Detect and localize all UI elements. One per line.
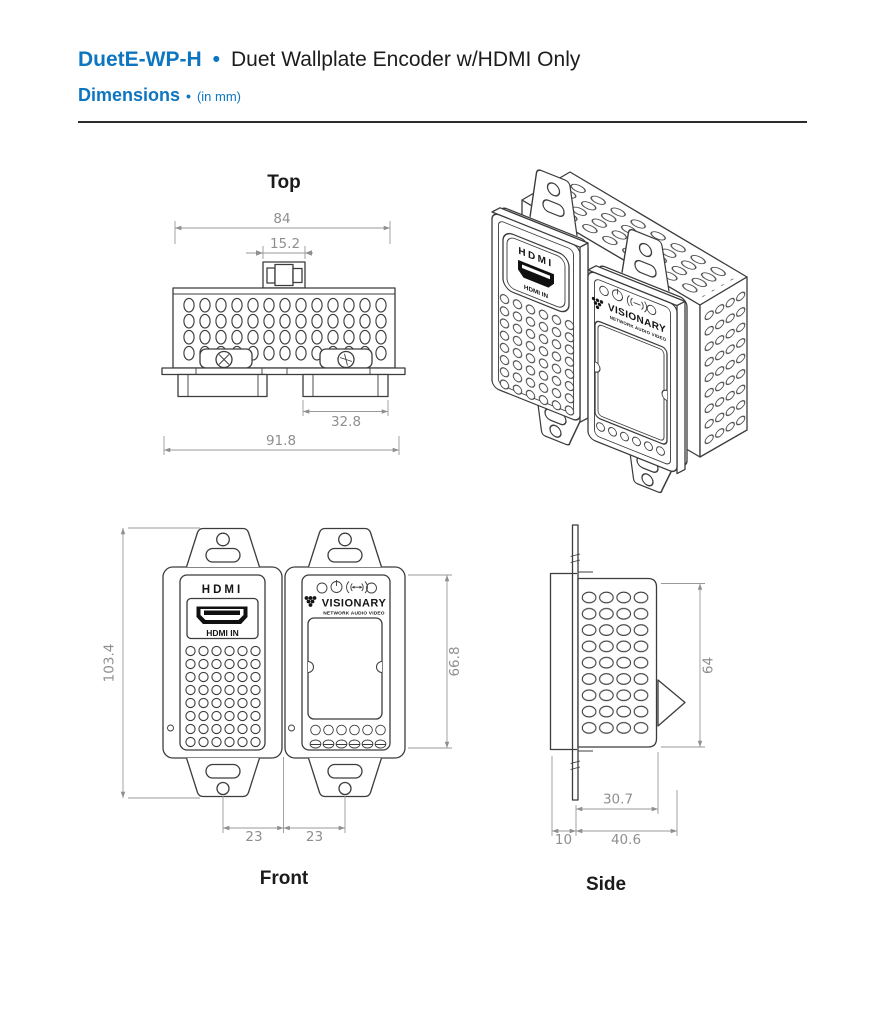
side-view-label: Side [586, 874, 626, 895]
iso-logo-plate: VISIONARY NETWORK AUDIO VIDEO [587, 271, 678, 473]
dim-value: 32.8 [331, 414, 361, 430]
dim-value: 40.6 [611, 832, 641, 848]
iso-bottom-vents [596, 422, 665, 456]
led-icon [646, 304, 657, 316]
top-view: Top 84 15.2 [161, 172, 406, 455]
dim-value: 30.7 [603, 792, 633, 808]
top-dim-body-width: 84 [174, 211, 391, 244]
top-view-label: Top [267, 172, 300, 193]
side-dim-height: 64 [661, 583, 717, 748]
latch-wedge [657, 679, 686, 727]
side-dim-depths: 10 40.6 [551, 756, 678, 848]
led-icon [366, 582, 377, 594]
top-dim-insert-width: 32.8 [302, 400, 389, 430]
side-vent-holes [580, 589, 650, 736]
screw-boss-right [319, 348, 373, 369]
title-bullet: • [212, 48, 221, 71]
dim-value: 91.8 [266, 433, 296, 449]
bottom-vent-slots [309, 739, 387, 749]
vent-hole-grid [184, 644, 262, 749]
mount-slot [327, 763, 363, 779]
page-title: DuetE-WP-H • Duet Wallplate Encoder w/HDMI… [78, 46, 807, 73]
rear-bracket [549, 572, 577, 751]
mount-screw-hole [338, 781, 352, 796]
front-logo-plate: VISIONARY NETWORK AUDIO VIDEO [284, 527, 406, 798]
top-dim-overall-width: 91.8 [163, 433, 400, 455]
brand-sub-label: NETWORK AUDIO VIDEO [323, 611, 385, 617]
rj45-connector-top [262, 261, 306, 289]
product-code: DuetE-WP-H [78, 48, 202, 71]
bottom-vent-circles [310, 724, 386, 736]
dim-value: 64 [701, 657, 717, 674]
mount-screw-hole [216, 781, 230, 796]
front-dim-insert-height: 66.8 [408, 574, 463, 749]
top-flange [161, 367, 406, 376]
link-icon [346, 581, 368, 594]
mount-slot [205, 547, 241, 563]
box-right-vents [704, 285, 746, 450]
screw-boss-left [199, 348, 253, 369]
mount-slot [327, 547, 363, 563]
side-dim-body-depth: 30.7 [575, 752, 659, 814]
rear-block-right [302, 373, 389, 398]
header-divider [78, 121, 807, 123]
rear-block-left [177, 373, 268, 398]
hdmi-in-label: HDMI IN [206, 628, 239, 638]
dim-value: 23 [245, 829, 262, 845]
product-name: Duet Wallplate Encoder w/HDMI Only [231, 48, 581, 71]
front-view: HDMI HDMI IN [102, 527, 463, 889]
mount-screw-hole [338, 532, 352, 547]
front-hdmi-plate: HDMI HDMI IN [162, 527, 283, 798]
mount-screw-hole [216, 532, 230, 547]
dim-value: 15.2 [270, 236, 300, 252]
section-title: Dimensions [78, 85, 181, 105]
side-view: 64 30.7 10 40.6 Side [549, 524, 717, 895]
led-icon [316, 582, 328, 594]
section-heading: Dimensions • (in mm) [78, 84, 807, 108]
grape-logo-icon [591, 296, 604, 310]
dim-value: 23 [306, 829, 323, 845]
hdmi-port [196, 606, 248, 624]
led-icon [599, 285, 609, 297]
mount-slot [205, 763, 241, 779]
dim-value: 10 [555, 832, 572, 848]
dim-value: 84 [273, 211, 290, 227]
dim-value: 103.4 [102, 644, 118, 683]
dim-value: 66.8 [447, 646, 463, 676]
top-dim-connector-width: 15.2 [246, 236, 313, 259]
power-icon [330, 580, 343, 593]
power-icon [612, 288, 623, 302]
page-header: DuetE-WP-H • Duet Wallplate Encoder w/HDMI… [78, 46, 807, 123]
section-unit: (in mm) [196, 89, 241, 104]
hdmi-label: HDMI [202, 584, 243, 596]
front-dim-screw-offsets: 23 23 [222, 757, 346, 845]
section-bullet: • [186, 88, 191, 104]
iso-plate-vents [498, 290, 576, 420]
link-icon [626, 295, 648, 313]
grape-logo-icon [304, 596, 317, 607]
iso-hdmi-plate: HDMI HDMI IN [491, 213, 581, 421]
brand-label: VISIONARY [322, 598, 387, 610]
wallplate-edge [571, 524, 579, 801]
isometric-view: HDMI HDMI IN [491, 169, 748, 494]
front-dim-overall-height: 103.4 [102, 527, 200, 799]
front-view-label: Front [260, 868, 309, 889]
